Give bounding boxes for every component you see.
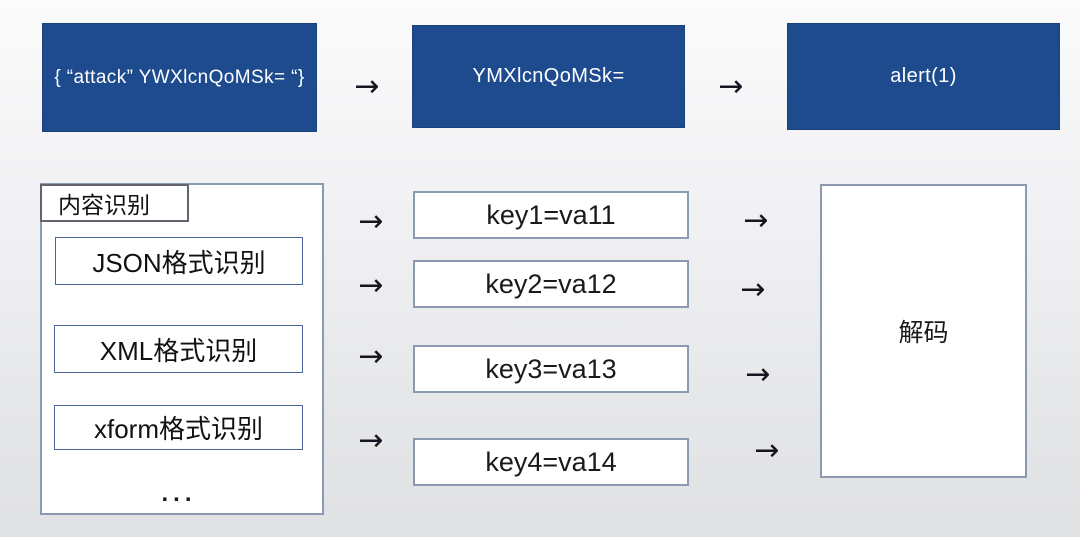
arrow-right-icon: → [358,423,384,458]
flow-box-decoded-result: alert(1) [787,23,1060,130]
flow-box-extracted-base64: YMXlcnQoMSk= [412,25,685,128]
recognizer-item-xform: xform格式识别 [54,405,303,450]
flow-box-encoded-payload-label: { “attack” YWXlcnQoMSk= “} [54,66,305,88]
pair-box-key2: key2=va12 [413,260,689,308]
arrow-right-icon: → [358,268,384,303]
content-recognizer-tab-label: 内容识别 [58,192,150,218]
content-recognizer-tab: 内容识别 [40,184,189,222]
arrow-right-icon: → [740,272,766,307]
decoder-box-label: 解码 [898,319,949,347]
arrow-right-icon: → [358,339,384,374]
pair-box-key3-label: key3=va13 [485,353,617,384]
recognizer-item-xform-label: xform格式识别 [93,414,263,444]
pair-box-key3: key3=va13 [413,345,689,393]
pair-box-key2-label: key2=va12 [485,268,617,299]
pair-box-key1-label: key1=va11 [486,199,616,230]
recognizer-item-xml: XML格式识别 [54,325,303,373]
flow-box-encoded-payload: { “attack” YWXlcnQoMSk= “} [42,23,317,132]
recognizer-item-json-label: JSON格式识别 [92,247,266,278]
flow-box-extracted-base64-label: YMXlcnQoMSk= [472,65,625,87]
arrow-right-icon: → [745,357,771,392]
pair-box-key4-label: key4=va14 [485,446,617,477]
decoder-box: 解码 [820,184,1027,478]
recognizer-item-xml-label: XML格式识别 [99,335,258,366]
recognizer-item-json: JSON格式识别 [55,237,303,285]
pair-box-key4: key4=va14 [413,438,689,486]
arrow-right-icon: → [754,433,780,468]
arrow-right-icon: → [743,203,769,238]
flow-box-decoded-result-label: alert(1) [890,65,957,87]
arrow-right-icon: → [358,204,384,239]
arrow-right-icon: → [718,69,744,104]
pair-box-key1: key1=va11 [413,191,689,239]
recognizer-ellipsis: ... [161,480,197,507]
arrow-right-icon: → [354,69,380,104]
